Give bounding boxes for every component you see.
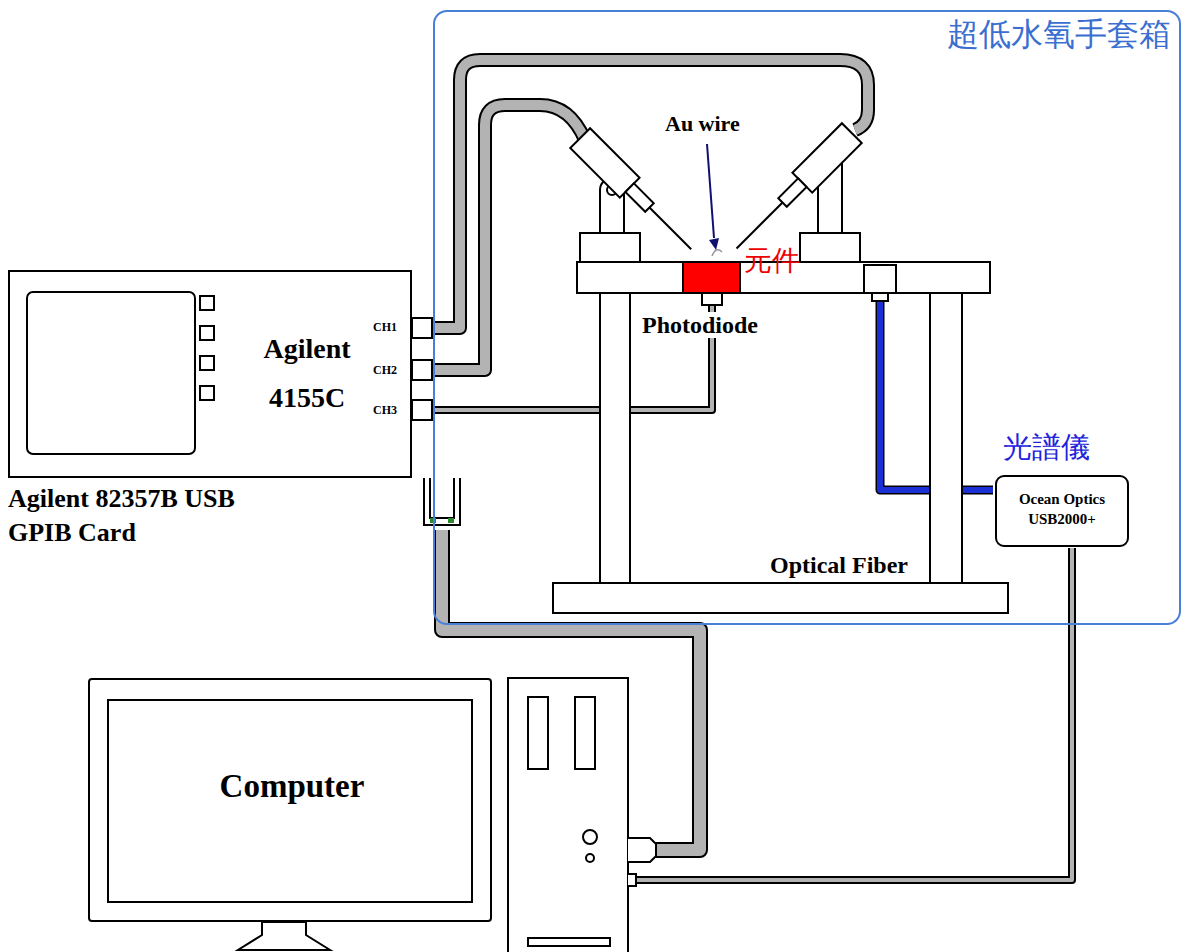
channel-label: CH3	[373, 404, 397, 417]
part-label: Optical Fiber	[768, 552, 910, 578]
part-label: Photodiode	[640, 312, 760, 338]
instrument-box: Agilent 4155C	[8, 270, 412, 478]
box-title: 超低水氧手套箱	[947, 16, 1171, 53]
instrument-box: Ocean Optics USB2000+	[995, 475, 1129, 547]
part-label: Au wire	[665, 112, 740, 136]
computer-monitor: Computer	[88, 678, 492, 922]
box-label: Computer	[120, 768, 464, 806]
channel-label: CH2	[373, 364, 397, 377]
channel-label: CH1	[373, 321, 397, 334]
box-label: Ocean Optics USB2000+	[1001, 489, 1123, 530]
glove-box: 超低水氧手套箱 Ocean Optics USB2000+	[433, 10, 1181, 625]
part-label: 光譜儀	[1003, 432, 1090, 464]
box-label: Agilent 4155C	[232, 324, 382, 422]
part-label: Agilent 82357B USB GPIB Card	[8, 482, 283, 550]
part-label: 元件	[744, 246, 800, 277]
